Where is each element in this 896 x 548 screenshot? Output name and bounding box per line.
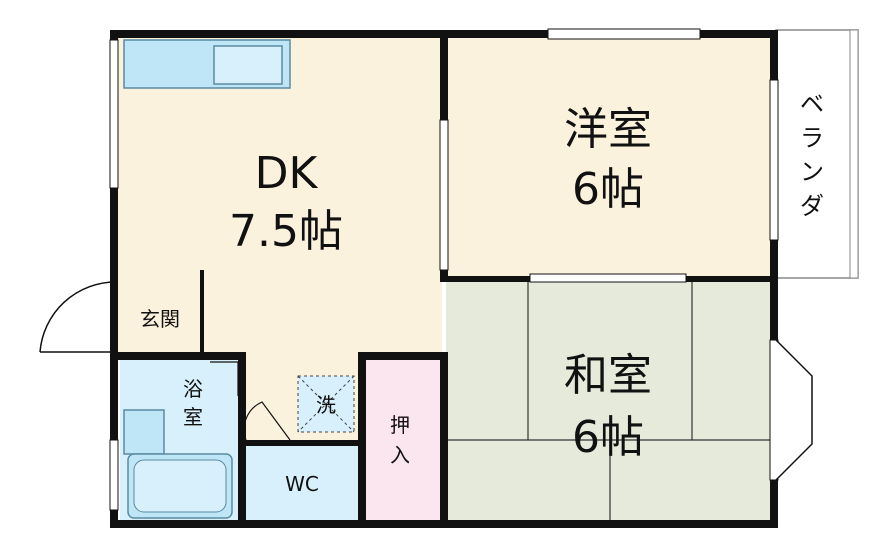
balcony-char-2: ラ [800, 124, 824, 152]
yoshitsu-size: 6帖 [572, 164, 644, 215]
oshiire-label-bottom: 入 [390, 443, 410, 467]
yoshitsu-floor [446, 36, 772, 276]
bay-window [775, 339, 813, 481]
balcony-char-4: ダ [800, 192, 824, 220]
genkan-floor [120, 278, 202, 352]
kitchen-sink [213, 45, 283, 85]
balcony-char-3: ン [800, 158, 824, 186]
wc-label: WC [285, 472, 319, 496]
windows [109, 28, 779, 511]
balcony-char-1: ベ [800, 90, 824, 118]
balcony-rail [849, 29, 859, 279]
balcony [775, 29, 859, 279]
washer-cross-2 [297, 375, 355, 433]
washitsu-name: 和室 [564, 350, 652, 401]
dk-name: DK [255, 148, 319, 199]
yokushitsu-label-bottom: 室 [183, 405, 203, 429]
bathtub-inner [133, 459, 227, 513]
oshiire-label-top: 押 [390, 413, 410, 437]
washitsu-floor [446, 282, 772, 522]
washitsu-size: 6帖 [572, 412, 644, 463]
entry-door-swing[interactable] [39, 281, 117, 353]
oshiire-floor [364, 358, 440, 522]
genkan-label: 玄関 [140, 307, 180, 331]
washbasin [123, 409, 165, 455]
yoshitsu-name: 洋室 [564, 104, 652, 155]
yokushitsu-label-top: 浴 [183, 377, 203, 401]
wc-floor [246, 444, 358, 522]
sentaku-label: 洗 [316, 393, 336, 417]
dk-size: 7.5帖 [229, 206, 343, 257]
washer-cross-1 [297, 375, 355, 433]
tatami-lines [446, 282, 772, 522]
